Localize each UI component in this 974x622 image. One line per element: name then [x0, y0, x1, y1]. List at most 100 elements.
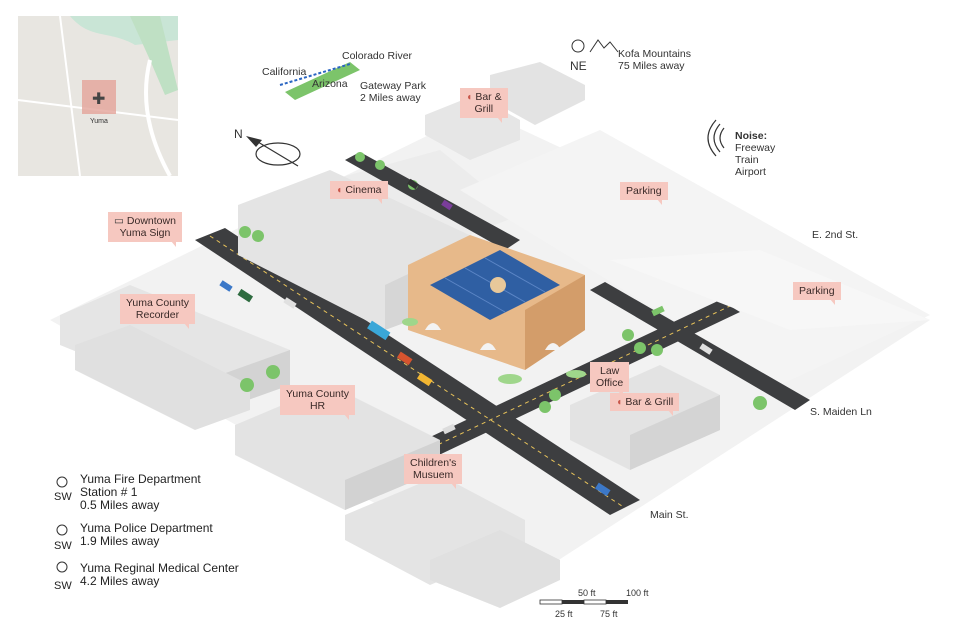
- arizona-label: Arizona: [312, 78, 348, 90]
- car: [442, 423, 456, 435]
- car: [699, 343, 713, 355]
- poi-direction: SW: [54, 491, 72, 503]
- pin-icon: [56, 524, 68, 536]
- noise-wave: [713, 123, 721, 153]
- roof-dome: [490, 277, 506, 293]
- building-top-right: [490, 62, 585, 125]
- arch-2: [480, 343, 496, 350]
- inset-green: [130, 16, 178, 95]
- tag-childrens-museum: Children's Musuem: [404, 454, 463, 489]
- street-label-main: Main St.: [650, 509, 689, 521]
- poi-direction: SW: [54, 540, 72, 552]
- camera-icon: ▭: [114, 215, 124, 227]
- scale-seg: [562, 600, 584, 604]
- gateway-park-label: Gateway Park: [360, 80, 426, 92]
- scale-label: 75 ft: [600, 609, 618, 619]
- mountains-direction: NE: [570, 59, 587, 73]
- inset-road: [59, 15, 81, 177]
- tree: [549, 389, 561, 401]
- car: [441, 199, 453, 211]
- poi-police-department: SW Yuma Police Department 1.9 Miles away: [54, 521, 213, 553]
- building-west-low: [75, 325, 250, 430]
- sound-icon: ◖: [616, 396, 623, 408]
- noise-wave: [719, 127, 725, 149]
- mountain-shape: [589, 39, 619, 53]
- noise-title: Noise:: [735, 130, 768, 142]
- inset-cross-icon: ✚: [92, 89, 105, 108]
- mountains-distance: 75 Miles away: [618, 60, 685, 72]
- main-street-centerline: [209, 235, 626, 509]
- poi-name: Yuma Police Department: [80, 521, 213, 535]
- solar-grid-3: [484, 257, 546, 293]
- road-north: [345, 152, 520, 250]
- tag-bar-grill-top: ◖Bar & Grill: [460, 88, 508, 123]
- poi-medical-center: SW Yuma Reginal Medical Center 4.2 Miles…: [54, 561, 239, 593]
- tag-law-office: Law Office: [590, 362, 630, 397]
- building-south-2: [430, 530, 560, 608]
- car: [651, 305, 665, 317]
- tag-bar-grill-bottom: ◖Bar & Grill: [610, 393, 680, 416]
- tree: [651, 344, 663, 356]
- trees: [239, 152, 767, 413]
- car: [219, 280, 233, 292]
- street-label-maiden: S. Maiden Ln: [810, 406, 872, 418]
- noise-source: Train: [735, 154, 759, 166]
- car: [237, 288, 254, 303]
- tag-downtown-sign: ▭Downtown Yuma Sign: [108, 212, 182, 247]
- scale-label: 100 ft: [626, 588, 649, 598]
- car: [396, 351, 413, 366]
- arch-3: [545, 343, 561, 350]
- noise-source: Airport: [735, 166, 766, 178]
- tree: [753, 396, 767, 410]
- poi-fire-department: SW Yuma Fire Department Station # 1 0.5 …: [54, 472, 201, 512]
- poi-distance: 0.5 Miles away: [80, 498, 160, 512]
- scale-label: 50 ft: [578, 588, 596, 598]
- tree: [622, 329, 634, 341]
- tag-county-recorder: Yuma County Recorder: [120, 294, 196, 329]
- poi-pins: [56, 476, 68, 573]
- mountain-compass-icon: [571, 39, 585, 53]
- tree: [239, 226, 251, 238]
- sound-icon: ◖: [466, 91, 473, 103]
- scale-bar: [539, 599, 628, 605]
- tag-parking-1: Parking: [620, 182, 668, 205]
- tree: [375, 160, 385, 170]
- vehicles: [219, 178, 713, 497]
- compass-needle: [257, 141, 299, 167]
- car: [407, 178, 419, 190]
- poi-distance: 1.9 Miles away: [80, 534, 160, 548]
- lawn: [566, 370, 586, 378]
- solar-grid-1: [444, 277, 506, 313]
- building-law-office-side: [630, 395, 720, 470]
- arch-1: [425, 323, 441, 330]
- tree: [539, 401, 551, 413]
- compass-icon: [246, 136, 301, 167]
- mountains-name: Kofa Mountains: [618, 48, 691, 60]
- river-diagram: [279, 62, 360, 100]
- mountain-icon: [571, 39, 619, 53]
- poi-direction: SW: [54, 580, 72, 592]
- inset-highway: [144, 59, 172, 177]
- poi-name: Yuma Reginal Medical Center: [80, 561, 239, 575]
- main-street-road: [195, 228, 640, 515]
- inset-highlight: [82, 80, 116, 114]
- colorado-river-label: Colorado River: [342, 50, 413, 62]
- road-east: [590, 282, 810, 410]
- car: [594, 482, 611, 497]
- tag-parking-2: Parking: [793, 282, 841, 305]
- colorado-river-line: [279, 63, 351, 86]
- pin-icon: [56, 476, 68, 488]
- compass-ring: [255, 142, 301, 166]
- scale-label: 25 ft: [555, 609, 573, 619]
- poi-name: Yuma Fire Department Station # 1: [80, 472, 201, 499]
- lawn: [402, 318, 418, 326]
- north-label: N: [234, 127, 243, 141]
- noise-icon: [707, 119, 725, 157]
- sound-icon: ◖: [336, 184, 343, 196]
- tree: [355, 152, 365, 162]
- tree: [252, 230, 264, 242]
- tag-cinema: ◖Cinema: [330, 181, 388, 204]
- tag-county-hr: Yuma County HR: [280, 385, 356, 420]
- city-hall-building: [408, 235, 585, 370]
- scale-seg: [583, 599, 607, 605]
